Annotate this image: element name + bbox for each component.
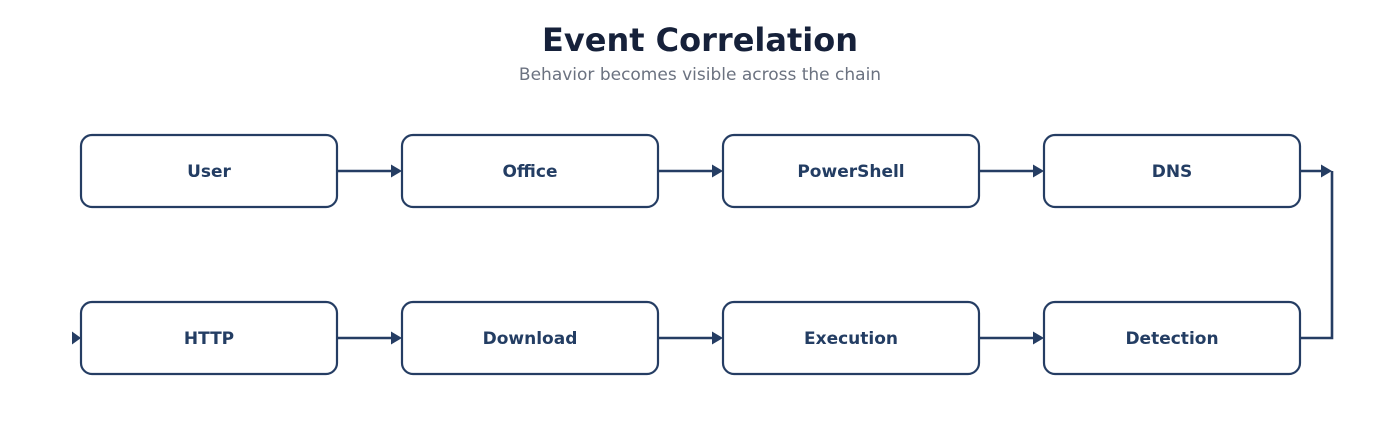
node-box-download (400, 300, 660, 376)
edge-arrowhead (391, 164, 402, 178)
edge-download-execution (658, 331, 723, 345)
edge-user-office (337, 164, 402, 178)
node-http: HTTP (79, 300, 339, 376)
node-dns: DNS (1042, 133, 1302, 209)
diagram-title: Event Correlation (542, 21, 858, 59)
edges-layer (72, 164, 1334, 345)
edge-arrowhead (712, 331, 723, 345)
node-box-detection (1042, 300, 1302, 376)
node-label-detection: Detection (1125, 329, 1218, 349)
edge-http-download (337, 331, 402, 345)
node-user: User (79, 133, 339, 209)
edge-arrowhead (1033, 331, 1044, 345)
edge-arrowhead (712, 164, 723, 178)
node-label-user: User (187, 162, 231, 182)
edge-office-powershell (658, 164, 723, 178)
node-box-user (79, 133, 339, 209)
edge-detection-http (72, 331, 81, 345)
node-label-http: HTTP (184, 329, 234, 349)
edge-powershell-dns (979, 164, 1044, 178)
node-label-dns: DNS (1152, 162, 1193, 182)
node-box-http (79, 300, 339, 376)
edge-arrowhead (1321, 164, 1332, 178)
node-box-office (400, 133, 660, 209)
diagram-subtitle: Behavior becomes visible across the chai… (518, 65, 882, 85)
node-box-dns (1042, 133, 1302, 209)
edge-execution-detection (979, 331, 1044, 345)
node-box-powershell (721, 133, 981, 209)
edge-arrowhead (1033, 164, 1044, 178)
edge-dns-detection (1300, 164, 1334, 340)
node-execution: Execution (721, 300, 981, 376)
node-label-office: Office (502, 162, 557, 182)
node-label-powershell: PowerShell (797, 162, 904, 182)
node-box-execution (721, 300, 981, 376)
edge-arrowhead (72, 331, 81, 345)
node-label-download: Download (483, 329, 578, 349)
edge-connector (1300, 171, 1334, 340)
node-powershell: PowerShell (721, 133, 981, 209)
node-detection: Detection (1042, 300, 1302, 376)
node-download: Download (400, 300, 660, 376)
nodes-layer: User Office PowerShell DNS HTTP Download Execu… (79, 133, 1302, 376)
edge-arrowhead (391, 331, 402, 345)
node-label-execution: Execution (804, 329, 898, 349)
node-office: Office (400, 133, 660, 209)
